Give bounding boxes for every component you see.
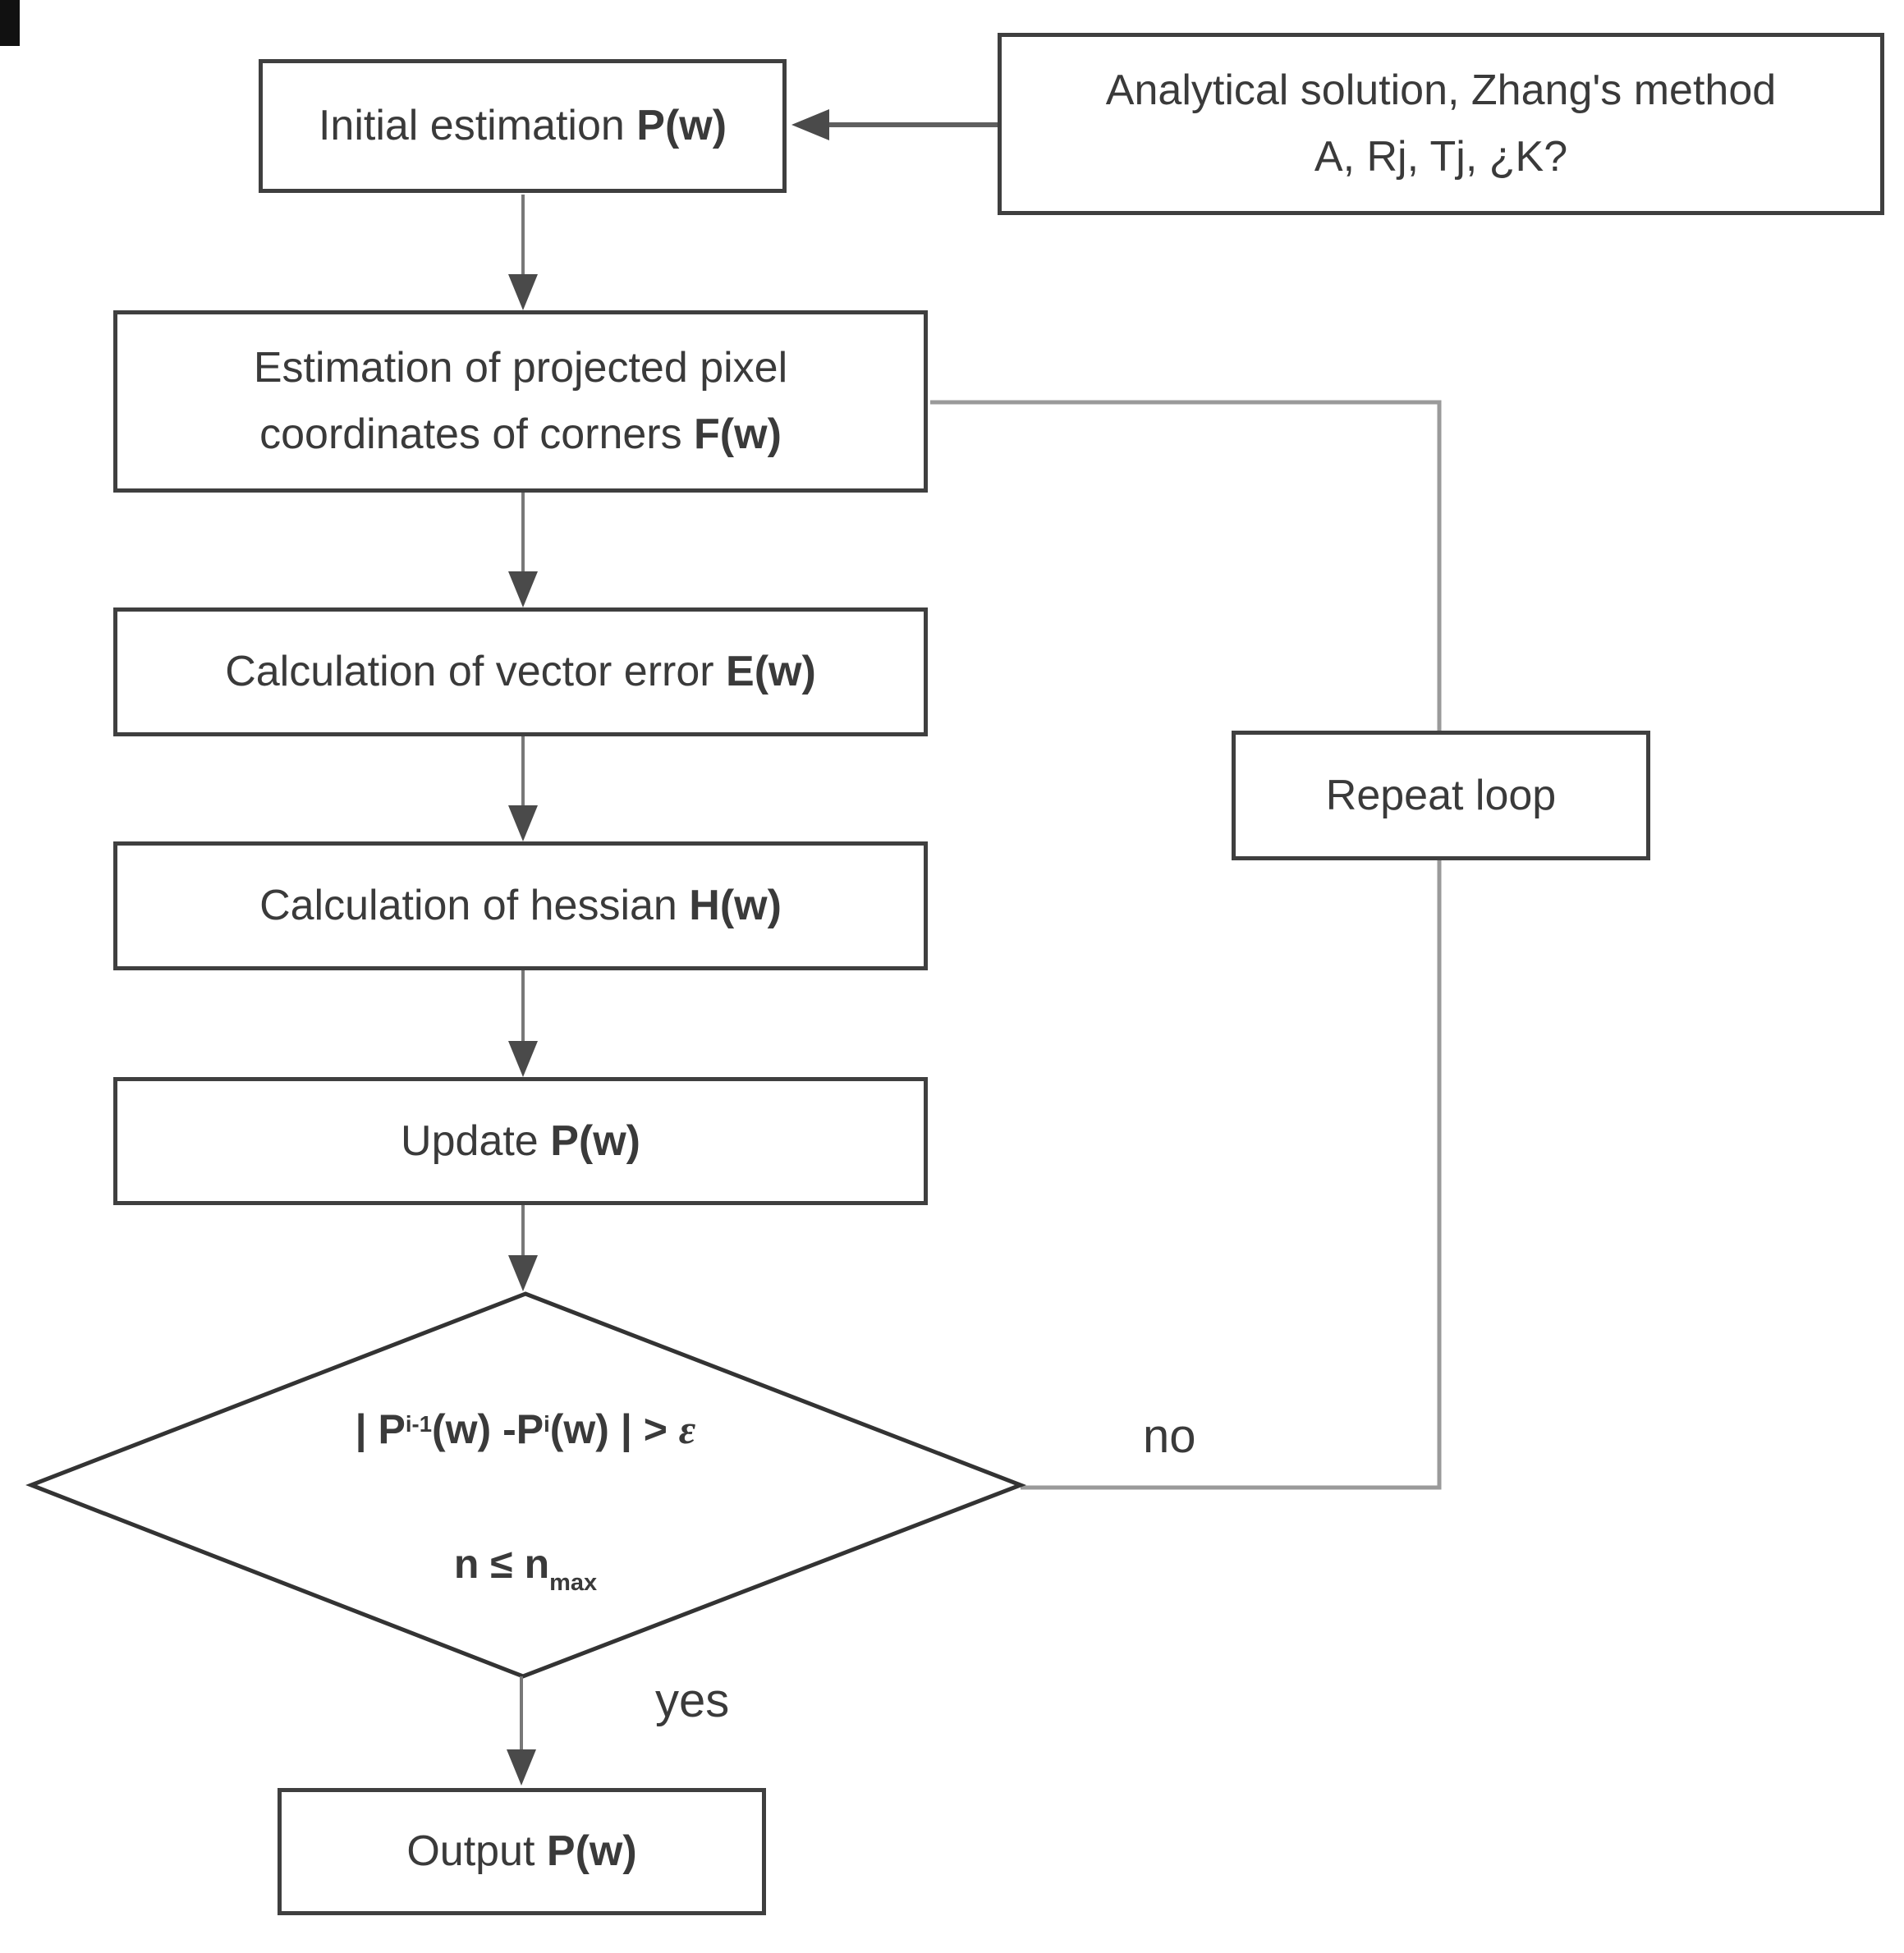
- node-vector-error: Calculation of vector error E(w): [113, 607, 928, 736]
- node-estimation-line2-bold: F(w): [694, 410, 782, 458]
- decision-condition-2: n ≤ nmax: [115, 1540, 936, 1596]
- node-hessian-bold: H(w): [689, 882, 782, 930]
- node-output: Output P(w): [278, 1788, 766, 1915]
- node-estimation-line2: coordinates of corners F(w): [259, 401, 782, 468]
- arrowhead-left-icon: [791, 109, 829, 140]
- node-output-label: Output P(w): [406, 1818, 636, 1885]
- arrowhead-down-icon: [508, 1041, 538, 1077]
- node-initial-bold: P(w): [636, 102, 727, 150]
- decision-cond1-p2: (w) -P: [432, 1406, 544, 1452]
- node-hessian: Calculation of hessian H(w): [113, 841, 928, 970]
- corner-mark: [0, 0, 20, 46]
- decision-condition-1: | Pi-1(w) -Pi(w) | > ε: [115, 1405, 936, 1453]
- node-initial-label: Initial estimation P(w): [319, 93, 727, 159]
- arrowhead-down-icon: [508, 1255, 538, 1291]
- node-error-text: Calculation of vector error: [225, 648, 727, 696]
- decision-diamond-shape: [25, 1291, 1026, 1679]
- node-output-text: Output: [406, 1827, 547, 1876]
- decision-cond1-p3: (w) | >: [549, 1406, 679, 1452]
- decision-cond1-epsilon: ε: [678, 1406, 696, 1452]
- node-hessian-text: Calculation of hessian: [259, 882, 690, 930]
- node-output-bold: P(w): [546, 1827, 637, 1876]
- node-estimation-line2-text: coordinates of corners: [259, 410, 695, 458]
- arrowhead-down-icon: [508, 571, 538, 607]
- arrowhead-down-icon: [508, 274, 538, 310]
- decision-cond1-sup2: i: [544, 1411, 550, 1437]
- decision-cond1-sup1: i-1: [405, 1411, 432, 1437]
- node-analytical-solution: Analytical solution, Zhang's method A, R…: [998, 33, 1884, 215]
- node-initial-estimation: Initial estimation P(w): [259, 59, 787, 193]
- decision-cond2-main: n ≤ n: [453, 1541, 550, 1587]
- node-update-label: Update P(w): [401, 1108, 640, 1175]
- node-analytical-line2: A, Rj, Tj, ¿K?: [1314, 133, 1568, 181]
- connector-no-loop: [930, 400, 1442, 1490]
- label-yes: yes: [655, 1674, 730, 1727]
- node-update-bold: P(w): [550, 1116, 640, 1165]
- node-hessian-label: Calculation of hessian H(w): [259, 873, 782, 939]
- node-projected-coordinates: Estimation of projected pixel coordinate…: [113, 310, 928, 493]
- node-estimation-line1: Estimation of projected pixel: [253, 344, 788, 392]
- arrowhead-down-icon: [507, 1749, 536, 1786]
- node-repeat-label: Repeat loop: [1325, 771, 1557, 819]
- node-update-text: Update: [401, 1116, 551, 1165]
- node-error-bold: E(w): [726, 648, 816, 696]
- arrowhead-down-icon: [508, 805, 538, 841]
- node-repeat-loop: Repeat loop: [1232, 731, 1650, 860]
- decision-cond2-sub: max: [549, 1569, 598, 1596]
- node-analytical-line1: Analytical solution, Zhang's method: [1105, 66, 1777, 115]
- label-no: no: [1143, 1410, 1196, 1463]
- node-error-label: Calculation of vector error E(w): [225, 639, 816, 705]
- node-initial-text: Initial estimation: [318, 102, 637, 150]
- decision-cond1-p1: | P: [355, 1406, 406, 1452]
- node-update: Update P(w): [113, 1077, 928, 1205]
